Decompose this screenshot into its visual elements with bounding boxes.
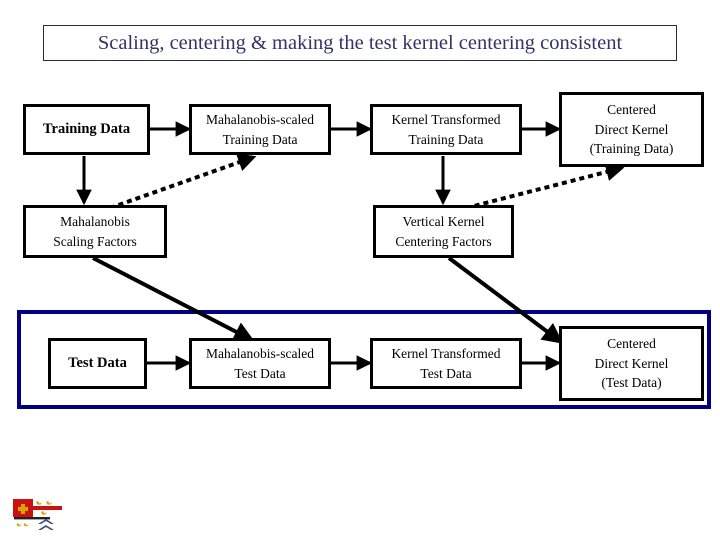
dashed-arrow-scaling-factors-to-mscaled-train <box>109 153 257 210</box>
node-label: Training Data <box>42 120 131 137</box>
node-training-data[interactable]: Training Data <box>23 104 150 155</box>
dashed-arrow-centering-factors-to-centered-train <box>465 163 625 210</box>
node-label: Test Data <box>68 354 127 371</box>
node-test-data[interactable]: Test Data <box>48 338 147 389</box>
test-data-pipeline-group <box>17 310 711 409</box>
page-title: Scaling, centering & making the test ker… <box>97 31 623 54</box>
slide-title-box: Scaling, centering & making the test ker… <box>43 25 677 61</box>
coat-of-arms-logo <box>13 499 62 530</box>
